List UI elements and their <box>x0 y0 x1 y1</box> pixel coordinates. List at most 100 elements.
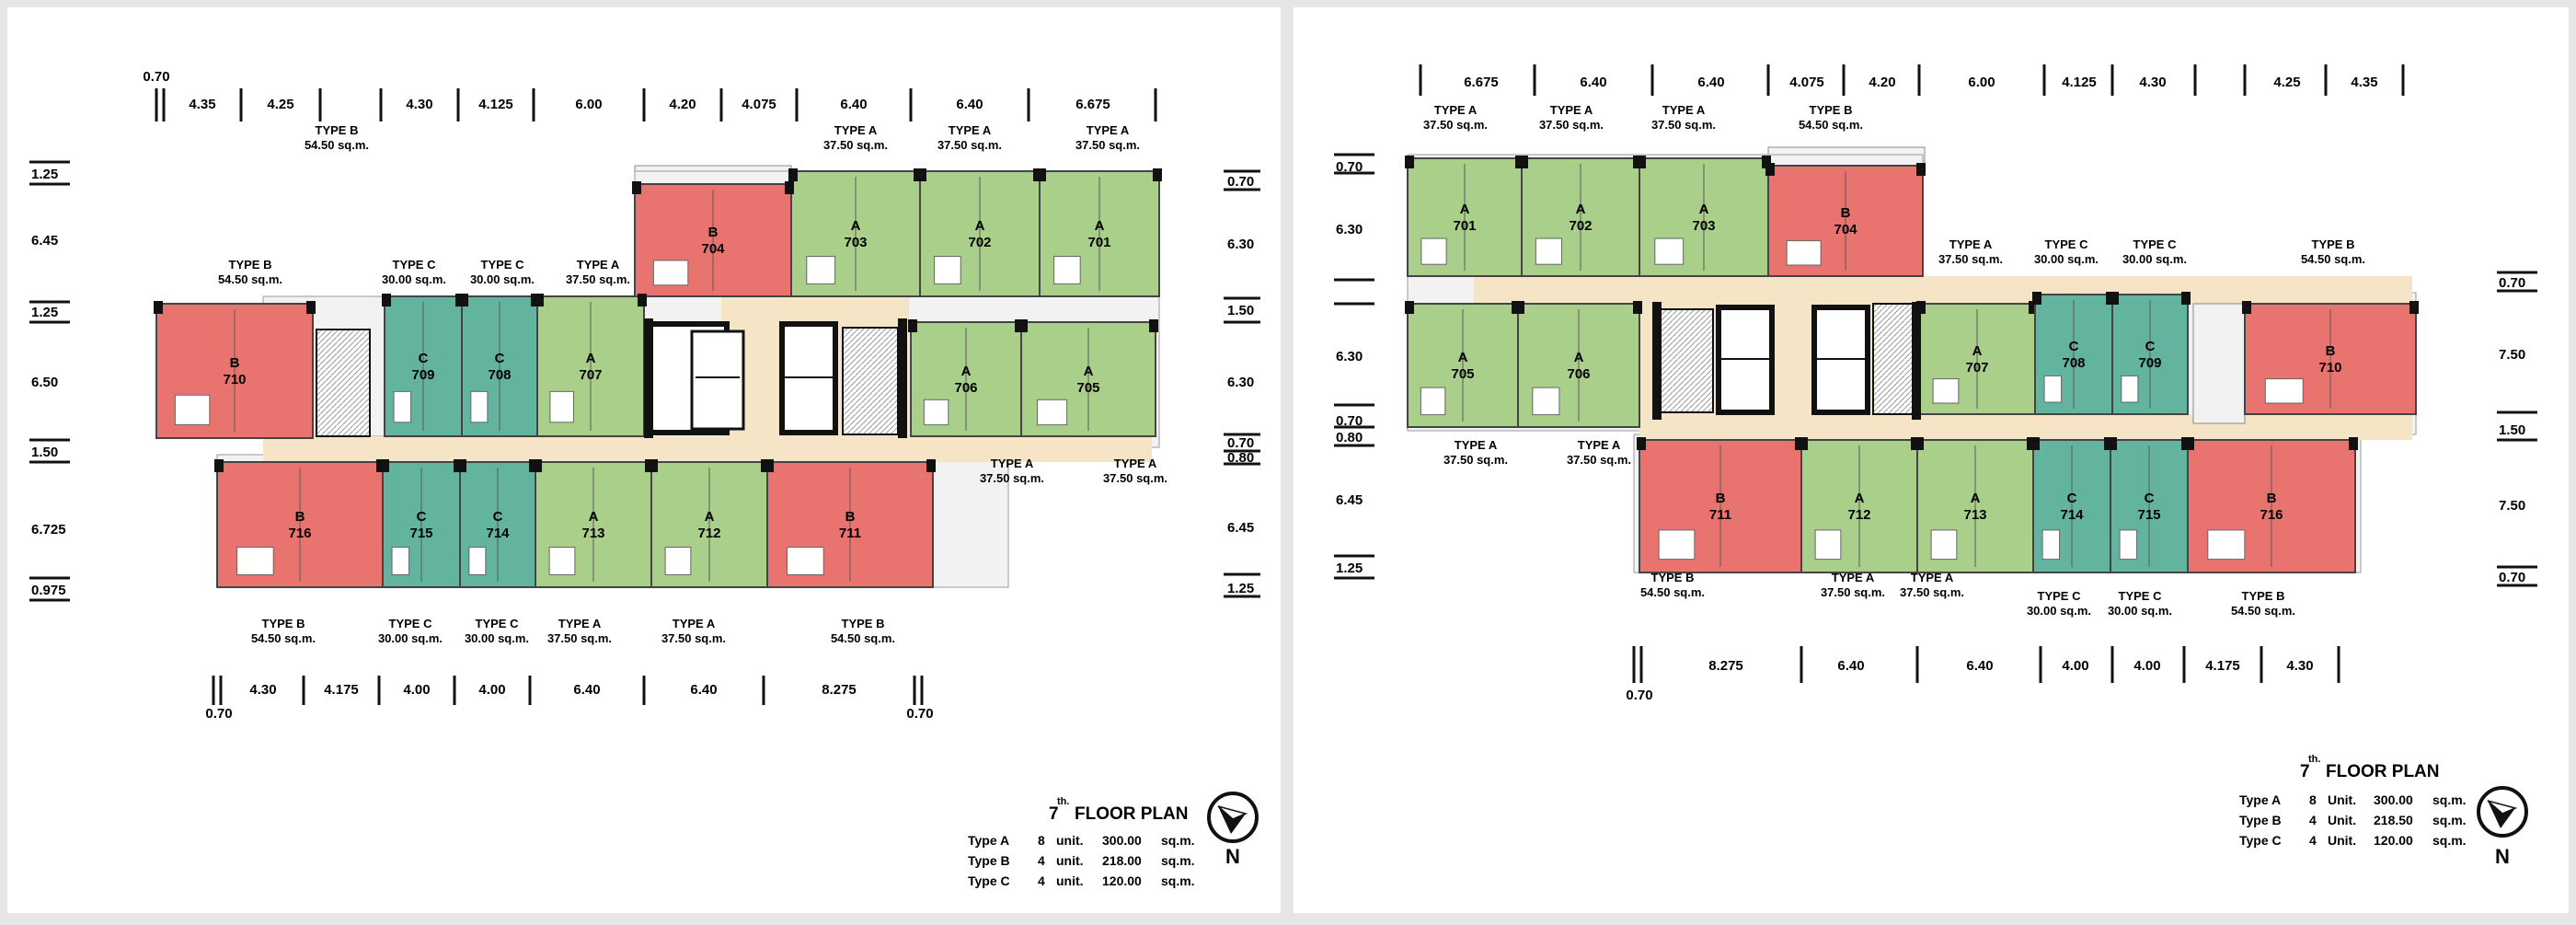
dimension-label: 6.40 <box>690 682 717 698</box>
dimension-label: 4.00 <box>2133 658 2160 674</box>
bathroom <box>1654 237 1685 265</box>
type-area: 30.00 sq.m. <box>2034 252 2099 266</box>
bathroom <box>934 255 961 284</box>
stair <box>1657 308 1714 413</box>
corridor <box>1639 414 2412 440</box>
dimension-label: 4.175 <box>324 682 359 698</box>
dimension-label: 0.70 <box>1626 688 1652 703</box>
summary-cell: 4 <box>2309 833 2317 848</box>
type-area: 30.00 sq.m. <box>2027 604 2091 618</box>
unit-number: 716 <box>2260 507 2283 523</box>
type-name: TYPE A <box>1832 571 1875 584</box>
dimension-label: 0.70 <box>143 69 169 85</box>
summary-cell: Unit. <box>2328 833 2356 848</box>
unit-number: 707 <box>579 367 602 383</box>
dimension-label: 0.80 <box>1336 430 1363 445</box>
dimension-label: 4.30 <box>249 682 276 698</box>
bathroom <box>548 546 576 575</box>
unit-number: 709 <box>411 367 434 383</box>
summary-cell: sq.m. <box>1161 873 1195 888</box>
unit-type-letter: B <box>1841 205 1851 221</box>
unit-type-label: TYPE C30.00 sq.m. <box>470 258 535 286</box>
type-area: 30.00 sq.m. <box>465 631 529 645</box>
summary-cell: 8 <box>2309 792 2317 807</box>
type-name: TYPE A <box>1087 123 1130 137</box>
north-arrow-icon <box>2477 786 2528 838</box>
title-text: FLOOR PLAN <box>2326 762 2440 781</box>
unit-number: 704 <box>701 241 725 257</box>
building-core <box>316 318 907 438</box>
dimension-label: 0.70 <box>2499 570 2525 585</box>
type-name: TYPE C <box>389 617 433 630</box>
dimension-label: 6.40 <box>840 97 867 112</box>
summary-cell: sq.m. <box>2432 813 2467 827</box>
unit-number: 710 <box>223 372 246 387</box>
dimension-label: 0.70 <box>906 706 933 722</box>
type-name: TYPE C <box>2045 237 2089 251</box>
summary-cell: 4 <box>1038 873 1045 888</box>
unit-number: 702 <box>968 235 991 250</box>
dimension-label: 0.975 <box>31 583 66 598</box>
unit-type-label: TYPE C30.00 sq.m. <box>465 617 529 645</box>
summary-cell: 120.00 <box>1102 873 1142 888</box>
unit-type-label: TYPE A37.50 sq.m. <box>1075 123 1140 152</box>
column <box>2409 301 2419 314</box>
type-name: TYPE B <box>229 258 272 272</box>
dimension-label: 6.40 <box>956 97 983 112</box>
dimension-label: 7.50 <box>2499 498 2525 514</box>
summary-cell: unit. <box>1056 873 1084 888</box>
building-core <box>1652 302 1921 420</box>
dimension-label: 4.20 <box>669 97 696 112</box>
unit-type-label: TYPE B54.50 sq.m. <box>251 617 316 645</box>
column <box>1637 156 1646 168</box>
floor-plan-right: 6.675 6.40 6.40 4.075 4.20 6.00 4.125 4.… <box>1334 64 2537 868</box>
type-name: TYPE B <box>2312 237 2355 251</box>
type-name: TYPE A <box>1550 103 1593 117</box>
dimension-label: 0.70 <box>1336 159 1363 175</box>
summary-cell: unit. <box>1056 833 1084 848</box>
dimension-label: 6.30 <box>1336 222 1363 237</box>
dimension-label: 6.00 <box>575 97 602 112</box>
column <box>459 294 468 306</box>
dimension-label: 6.675 <box>1464 75 1499 90</box>
dimension-label: 1.25 <box>31 167 58 182</box>
unit-type-letter: A <box>705 509 715 525</box>
summary-cell: unit. <box>1056 853 1084 868</box>
type-area: 37.50 sq.m. <box>1900 585 1964 599</box>
column <box>1637 437 1646 450</box>
unit-number: 706 <box>954 380 977 396</box>
column <box>2185 437 2194 450</box>
unit-number: 714 <box>486 526 510 541</box>
unit-type-letter: B <box>845 509 856 525</box>
dimension-label: 7.50 <box>2499 347 2525 363</box>
unit-type-label: TYPE A37.50 sq.m. <box>1423 103 1488 132</box>
title-text: FLOOR PLAN <box>1075 804 1189 824</box>
column <box>785 181 794 194</box>
type-name: TYPE B <box>1651 571 1695 584</box>
dimension-label: 0.80 <box>1227 450 1254 466</box>
type-area: 37.50 sq.m. <box>937 138 1002 152</box>
unit-number: 707 <box>1965 360 1988 376</box>
title-number: 7 <box>2300 762 2310 781</box>
unit-type-letter: B <box>230 355 240 371</box>
type-area: 30.00 sq.m. <box>382 272 446 286</box>
dimension-label: 4.30 <box>2286 658 2313 674</box>
summary-cell: sq.m. <box>1161 833 1195 848</box>
dimension-label: 0.70 <box>2499 275 2525 291</box>
bathroom <box>393 390 412 423</box>
unit-type-letter: C <box>419 351 429 366</box>
summary-cell: 300.00 <box>2374 792 2413 807</box>
dimension-string-right <box>1224 169 1260 598</box>
bathroom <box>2119 529 2138 561</box>
unit-number: 712 <box>1847 507 1870 523</box>
type-name: TYPE C <box>2038 589 2082 603</box>
column <box>2032 292 2041 305</box>
